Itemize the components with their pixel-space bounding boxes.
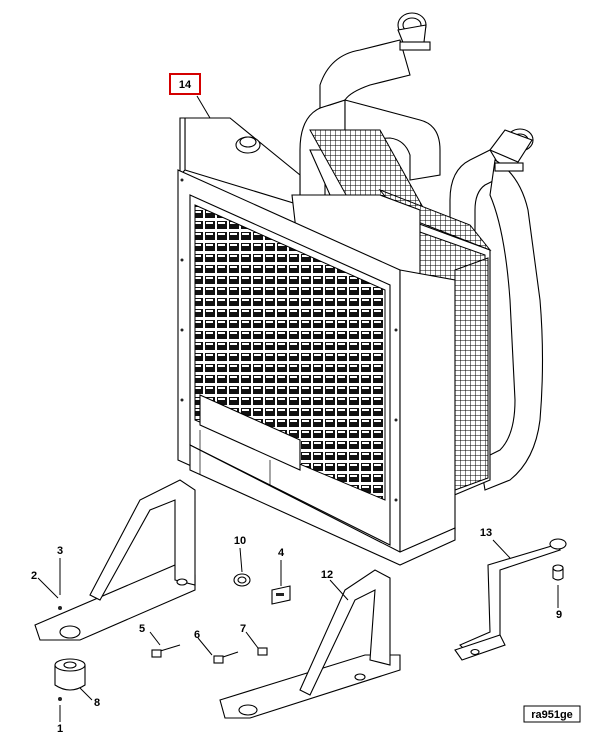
callout-9: 9 — [556, 609, 562, 621]
left-mounting-bracket — [34, 479, 196, 641]
callout-3: 3 — [57, 545, 63, 557]
callout-labels: 14 3 2 1 8 5 6 7 10 4 12 13 9 — [31, 73, 562, 735]
callout-4: 4 — [278, 547, 285, 559]
callout-12: 12 — [321, 569, 333, 581]
callout-8: 8 — [94, 697, 100, 709]
figure-code-label: ra951ge — [531, 709, 573, 721]
isolator-mount — [54, 658, 86, 691]
upper-coolant-pipe — [299, 12, 441, 206]
washer — [58, 697, 62, 701]
callout-7: 7 — [240, 623, 246, 635]
z-bracket — [454, 538, 567, 661]
highlight-box — [169, 73, 201, 95]
callout-10: 10 — [234, 535, 246, 547]
callout-14: 14 — [179, 79, 192, 91]
callout-5: 5 — [139, 623, 145, 635]
callout-6: 6 — [194, 629, 200, 641]
callout-2: 2 — [31, 570, 37, 582]
callout-13: 13 — [480, 527, 492, 539]
right-mounting-bracket — [219, 569, 401, 719]
nut — [552, 564, 564, 581]
radiator-assembly — [177, 117, 492, 566]
bolt-7 — [257, 647, 268, 656]
callout-1: 1 — [57, 723, 63, 735]
bolt-5 — [151, 644, 181, 658]
leader-lines — [37, 95, 559, 722]
hose-clamp — [233, 573, 251, 587]
figure-code: ra951ge — [523, 705, 581, 723]
warning-decal — [271, 585, 291, 605]
bolt-6 — [213, 651, 239, 664]
